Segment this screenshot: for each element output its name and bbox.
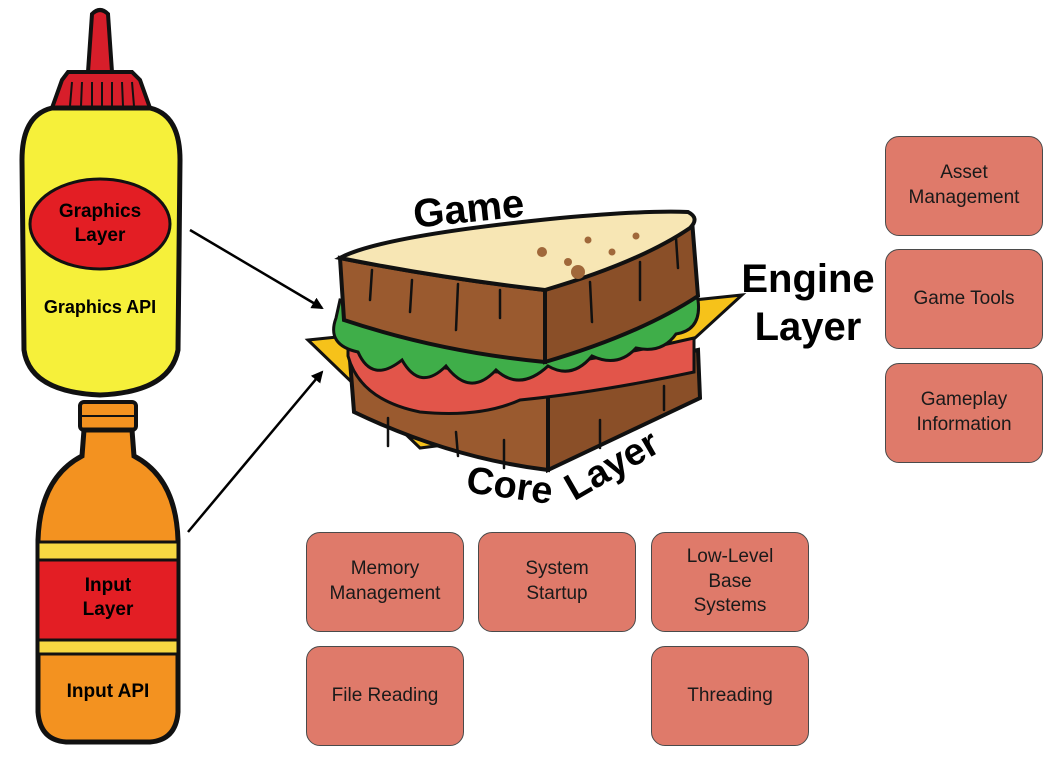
- engine-layer-word: Layer: [755, 305, 862, 349]
- input-bottle-band-top: [36, 540, 180, 562]
- engine-module-gameplay-information: Gameplay Information: [885, 363, 1043, 463]
- input-layer-label: Input Layer: [48, 574, 168, 622]
- input-bottle-label: [36, 558, 180, 642]
- graphics-bottle: [19, 8, 183, 398]
- graphics-bottle-nozzle: [85, 8, 115, 74]
- core-module-low-level-base-systems: Low-Level Base Systems: [651, 532, 809, 632]
- graphics-api-label: Graphics API: [43, 297, 157, 317]
- graphics-bottle-label: [28, 177, 172, 271]
- graphics-layer-label: Graphics Layer: [40, 200, 160, 248]
- input-api-label: Input API: [66, 681, 150, 702]
- input-bottle: [35, 400, 181, 745]
- core-module-threading: Threading: [651, 646, 809, 746]
- input-layer-line1: Input: [84, 575, 132, 596]
- input-arrow: [187, 370, 324, 533]
- sandwich: [304, 209, 747, 474]
- engine-module-asset-management: Asset Management: [885, 136, 1043, 236]
- engine-word: Engine: [741, 257, 874, 301]
- core-module-memory-management: Memory Management: [306, 532, 464, 632]
- core-module-file-reading: File Reading: [306, 646, 464, 746]
- graphics-layer-line2: Layer: [74, 224, 126, 246]
- core-module-system-startup: System Startup: [478, 532, 636, 632]
- input-bottle-band-bottom: [36, 638, 180, 656]
- top-bread-face: [334, 209, 697, 293]
- graphics-layer-line1: Graphics: [58, 201, 142, 222]
- engine-module-game-tools: Game Tools: [885, 249, 1043, 349]
- input-layer-line2: Layer: [82, 598, 134, 620]
- graphics-arrow: [189, 228, 324, 310]
